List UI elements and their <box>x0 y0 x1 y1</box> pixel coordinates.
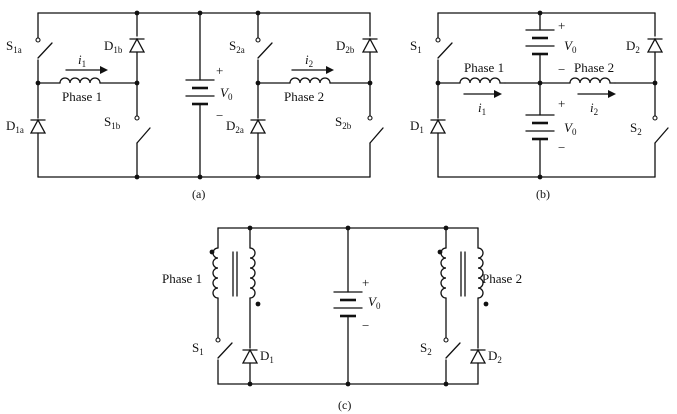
battery-v0 <box>185 79 215 106</box>
polarity-dot <box>255 301 261 307</box>
diode-d2 <box>469 348 487 364</box>
battery-lower <box>525 114 555 141</box>
label-d1b: D1b <box>104 38 123 55</box>
label-d1: D1 <box>410 118 424 135</box>
panel-a: S1a S1b S2a S2b D1a D1b D2a D2b i1 i2 Ph… <box>6 10 384 201</box>
label-s1: S1 <box>192 340 204 357</box>
junctions-b <box>435 10 658 180</box>
switch-s1 <box>437 42 453 59</box>
label-plus-upper: + <box>558 18 565 33</box>
label-d1a: D1a <box>6 118 24 135</box>
winding-phase-1-primary <box>212 247 219 299</box>
switch-s1b <box>136 127 151 144</box>
winding-phase-1-secondary <box>249 247 256 299</box>
label-d1: D1 <box>260 348 274 365</box>
label-s2: S2 <box>630 120 642 137</box>
label-v0: V0 <box>220 85 233 102</box>
label-plus-lower: + <box>558 96 565 111</box>
diode-d1b <box>128 37 146 53</box>
junctions-a <box>35 10 373 180</box>
label-s1b: S1b <box>104 114 121 131</box>
label-minus: − <box>362 318 369 333</box>
label-d2a: D2a <box>226 118 244 135</box>
label-plus: + <box>216 63 223 78</box>
label-i1: i1 <box>78 52 86 69</box>
battery-v0 <box>333 291 363 318</box>
polarity-dot <box>209 249 215 255</box>
winding-phase-2-secondary <box>477 247 484 299</box>
switch-s2b <box>369 127 384 144</box>
label-s2b: S2b <box>335 114 352 131</box>
label-phase-1: Phase 1 <box>464 60 504 75</box>
winding-phase-2 <box>569 77 616 84</box>
caption-c: (c) <box>338 398 351 412</box>
switch-s1 <box>217 342 233 359</box>
label-v0: V0 <box>368 294 381 311</box>
caption-b: (b) <box>536 187 550 201</box>
label-d2: D2 <box>488 348 502 365</box>
label-i2: i2 <box>590 100 598 117</box>
label-d2: D2 <box>626 38 640 55</box>
winding-phase-1 <box>459 77 506 84</box>
panel-c: Phase 1 Phase 2 S1 S2 D1 D2 + V0 − (c) <box>162 225 522 412</box>
caption-a: (a) <box>192 187 205 201</box>
label-phase-2: Phase 2 <box>482 271 522 286</box>
label-i2: i2 <box>305 52 313 69</box>
battery-upper <box>525 29 555 56</box>
label-v0-lower: V0 <box>564 120 577 137</box>
junctions-c <box>247 225 449 387</box>
diode-d1 <box>429 118 447 134</box>
diode-d2b <box>361 37 379 53</box>
switch-s1a <box>37 42 53 59</box>
diode-d1 <box>241 348 259 364</box>
switch-s2a <box>257 42 273 59</box>
label-plus: + <box>362 275 369 290</box>
label-phase-1: Phase 1 <box>62 89 102 104</box>
diode-d2a <box>249 118 267 134</box>
label-d2b: D2b <box>336 38 355 55</box>
diode-d1a <box>29 118 47 134</box>
label-minus: − <box>216 108 223 123</box>
winding-phase-2 <box>289 77 331 84</box>
panel-b: S1 S2 D1 D2 Phase 1 Phase 2 i1 i2 + V0 −… <box>410 10 669 201</box>
label-s2: S2 <box>420 340 432 357</box>
label-s1: S1 <box>410 38 422 55</box>
winding-phase-2-primary <box>440 247 447 299</box>
switch-s2 <box>445 342 461 359</box>
winding-phase-1 <box>59 77 101 84</box>
polarity-dot <box>437 249 443 255</box>
label-v0-upper: V0 <box>564 38 577 55</box>
label-s2a: S2a <box>229 38 245 55</box>
label-phase-2: Phase 2 <box>284 89 324 104</box>
switch-s2 <box>654 127 669 144</box>
polarity-dot <box>483 301 489 307</box>
label-minus-upper: − <box>558 62 565 77</box>
label-minus-lower: − <box>558 140 565 155</box>
label-i1: i1 <box>478 100 486 117</box>
diode-d2 <box>646 37 664 53</box>
label-s1a: S1a <box>6 38 22 55</box>
label-phase-1: Phase 1 <box>162 271 202 286</box>
label-phase-2: Phase 2 <box>574 60 614 75</box>
